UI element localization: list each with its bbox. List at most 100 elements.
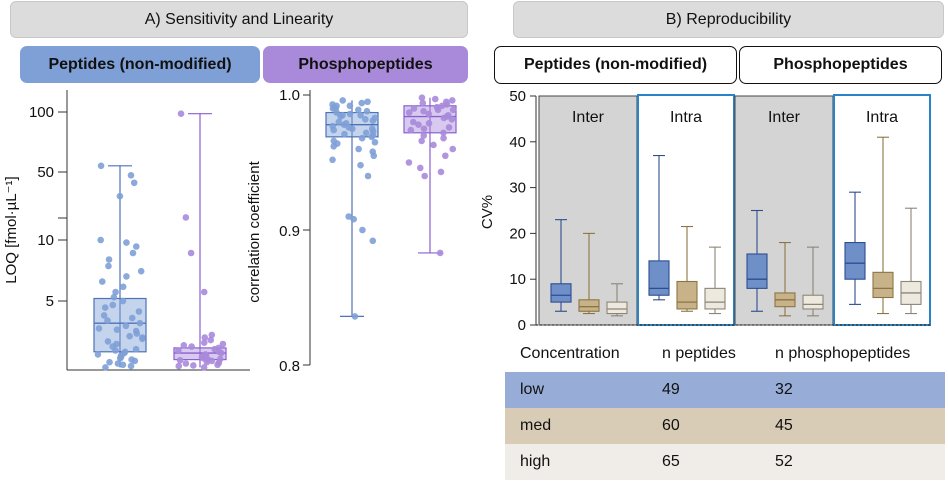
loq-point bbox=[113, 340, 120, 348]
cv-panel-label: Inter bbox=[768, 109, 801, 126]
loq-point bbox=[113, 326, 121, 334]
cv-box bbox=[746, 253, 768, 289]
corr-point bbox=[415, 121, 422, 128]
table-header-n-phospho: n phosphopeptides bbox=[775, 345, 911, 362]
corr-point bbox=[346, 110, 354, 118]
loq-point bbox=[130, 179, 138, 187]
corr-point bbox=[421, 172, 428, 180]
cv-box bbox=[578, 299, 600, 312]
corr-point bbox=[369, 148, 377, 155]
loq-tick-100: 100 bbox=[29, 104, 54, 121]
corr-point bbox=[449, 145, 457, 153]
loq-tick-10: 10 bbox=[37, 232, 54, 249]
cv-panel-label: Inter bbox=[572, 109, 605, 126]
table-header-row: Concentration n peptides n phosphopeptid… bbox=[505, 336, 945, 372]
corr-point bbox=[425, 120, 433, 127]
cv-box bbox=[648, 260, 670, 296]
loq-point bbox=[207, 336, 215, 344]
loq-point bbox=[200, 288, 208, 296]
corr-point bbox=[425, 110, 433, 118]
corr-tick-1: 1.0 bbox=[279, 87, 300, 104]
cv-tick-label: 50 bbox=[509, 88, 526, 105]
loq-point bbox=[216, 355, 224, 363]
corr-point bbox=[420, 132, 428, 139]
loq-point bbox=[175, 347, 182, 354]
corr-point bbox=[405, 159, 413, 166]
corr-point bbox=[345, 213, 352, 220]
corr-point bbox=[362, 129, 370, 137]
loq-point bbox=[119, 297, 127, 305]
loq-point bbox=[104, 317, 111, 324]
corr-point bbox=[342, 120, 350, 127]
corr-tick-09: 0.9 bbox=[279, 223, 300, 240]
cv-panel-label: Intra bbox=[670, 109, 702, 126]
corr-point bbox=[419, 99, 427, 107]
table-cell-phospho: 52 bbox=[775, 453, 793, 470]
table-cell-phospho: 32 bbox=[775, 381, 793, 398]
corr-point bbox=[442, 152, 449, 160]
loq-point bbox=[119, 361, 127, 369]
loq-point bbox=[188, 343, 195, 350]
loq-point bbox=[127, 362, 135, 370]
loq-point bbox=[132, 327, 140, 335]
corr-point bbox=[449, 106, 457, 114]
loq-point bbox=[137, 267, 145, 275]
table-row-high: high 65 52 bbox=[505, 444, 945, 480]
loq-point bbox=[202, 351, 209, 358]
cv-box bbox=[872, 271, 894, 299]
cv-tick-label: 40 bbox=[509, 134, 526, 151]
table-cell-phospho: 45 bbox=[775, 417, 793, 434]
loq-point bbox=[177, 110, 185, 117]
loq-point bbox=[180, 342, 188, 349]
corr-point bbox=[341, 130, 348, 138]
loq-tick-5: 5 bbox=[46, 293, 54, 310]
corr-point bbox=[436, 249, 444, 257]
corr-point bbox=[420, 125, 428, 133]
corr-point bbox=[420, 107, 427, 115]
corr-point bbox=[418, 94, 426, 101]
corr-point bbox=[371, 138, 379, 146]
cv-tick-label: 30 bbox=[509, 180, 526, 197]
loq-point bbox=[127, 172, 135, 179]
corr-point bbox=[440, 134, 447, 142]
corr-point bbox=[362, 116, 369, 123]
corr-y-label: correlation coefficient bbox=[246, 160, 263, 302]
corr-point bbox=[409, 118, 417, 126]
cv-box bbox=[606, 301, 628, 315]
cv-tick-label: 10 bbox=[509, 271, 526, 288]
loq-y-label: LOQ [fmol·µL⁻¹] bbox=[3, 176, 20, 283]
corr-point bbox=[350, 215, 358, 223]
loq-point bbox=[128, 314, 136, 322]
loq-point bbox=[128, 356, 135, 363]
corr-point bbox=[355, 145, 362, 153]
loq-point bbox=[175, 362, 183, 370]
table-cell-level: med bbox=[520, 417, 552, 434]
table-row-med: med 60 45 bbox=[505, 408, 945, 444]
corr-tick-08: 0.8 bbox=[279, 358, 300, 375]
cv-box bbox=[704, 287, 726, 310]
cv-box bbox=[802, 294, 824, 310]
corr-point bbox=[358, 134, 366, 142]
corr-point bbox=[433, 103, 441, 111]
corr-point bbox=[358, 99, 366, 107]
corr-point bbox=[333, 102, 340, 110]
loq-point bbox=[94, 351, 102, 358]
loq-point bbox=[97, 236, 104, 244]
loq-point bbox=[106, 358, 113, 366]
b-phospho-header: Phosphopeptides bbox=[739, 46, 942, 84]
section-b-banner: B) Reproducibility bbox=[513, 1, 944, 38]
corr-point bbox=[351, 313, 359, 320]
loq-point bbox=[122, 322, 130, 330]
corr-point bbox=[369, 237, 377, 245]
cv-panel-label: Intra bbox=[866, 109, 898, 126]
corr-point bbox=[405, 109, 413, 116]
corr-point bbox=[440, 129, 447, 137]
loq-point bbox=[215, 344, 222, 352]
loq-point bbox=[112, 288, 119, 296]
loq-point bbox=[123, 239, 130, 246]
table-row-low: low 49 32 bbox=[505, 372, 945, 408]
corr-point bbox=[416, 164, 424, 172]
corr-point bbox=[363, 107, 371, 115]
corr-point bbox=[431, 95, 439, 103]
